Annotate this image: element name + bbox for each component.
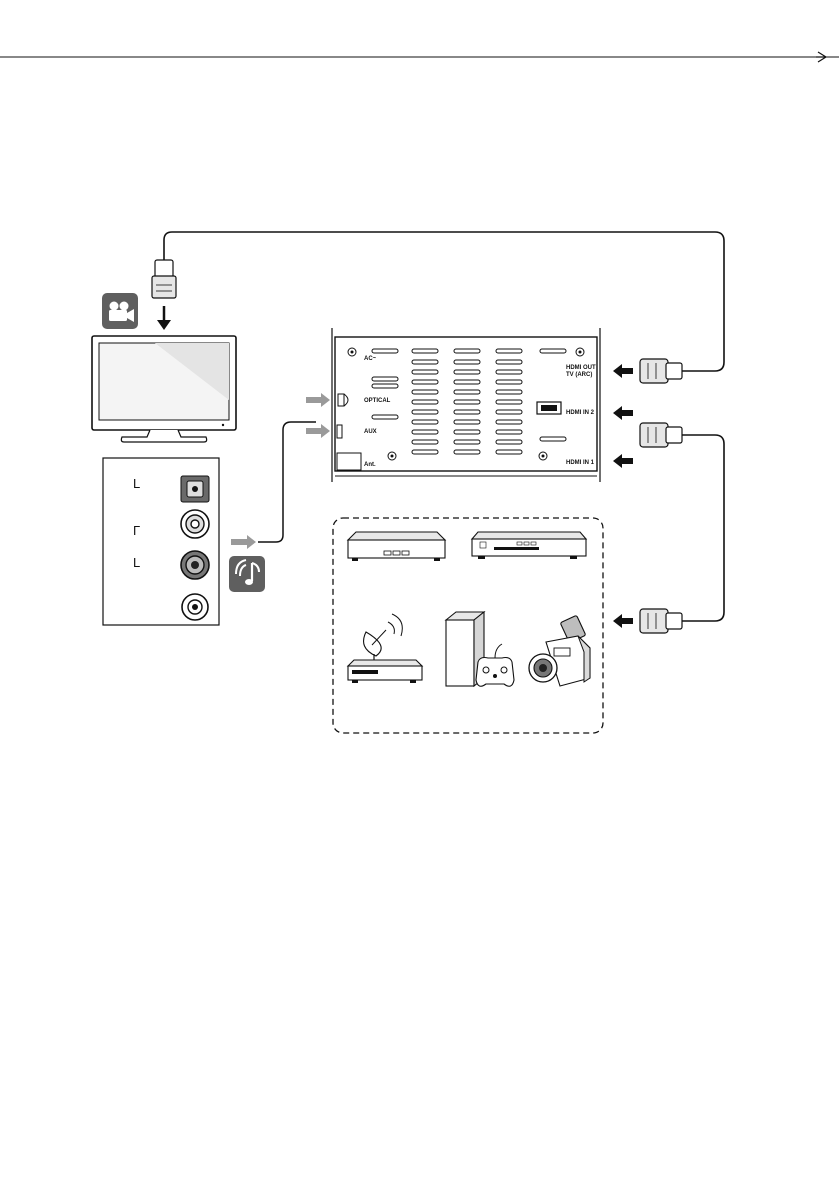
audio-cable-tv-to-aux bbox=[258, 422, 316, 542]
arrow-icon bbox=[613, 614, 633, 628]
arrow-icon bbox=[306, 393, 330, 407]
hdmi-cable-source-to-soundbar bbox=[682, 435, 724, 621]
rca-jack-icon bbox=[181, 510, 209, 538]
tv-panel-label-3: L bbox=[133, 555, 140, 570]
tv-panel-label-2: Γ bbox=[133, 523, 140, 538]
screw-icon bbox=[348, 348, 356, 356]
hdmi-plug-arc bbox=[640, 359, 682, 383]
music-note-icon bbox=[229, 556, 265, 592]
tv-illustration bbox=[92, 336, 236, 442]
screw-icon bbox=[388, 452, 396, 460]
tv-audio-panel: L Γ L bbox=[103, 458, 219, 625]
hdmi-in2-label: HDMI IN 2 bbox=[566, 410, 595, 416]
arrow-icon bbox=[157, 306, 171, 330]
hdmi-plug-in bbox=[640, 423, 682, 447]
ac-label: AC~ bbox=[364, 356, 377, 362]
arrow-icon bbox=[231, 535, 256, 549]
game-console-icon bbox=[446, 612, 514, 686]
satellite-receiver-icon bbox=[348, 614, 422, 683]
arrow-icon bbox=[306, 424, 330, 438]
hdmi-in2-port-icon bbox=[537, 402, 561, 414]
aux-port-icon bbox=[337, 425, 342, 438]
arrow-icon bbox=[613, 364, 633, 378]
optical-jack-icon bbox=[181, 476, 209, 502]
optical-label: OPTICAL bbox=[364, 398, 391, 404]
antenna-label: Ant. bbox=[364, 462, 376, 468]
rca-jack-icon bbox=[181, 551, 209, 579]
screw-icon bbox=[539, 452, 547, 460]
tv-panel-label-1: L bbox=[133, 476, 140, 491]
arrow-icon bbox=[613, 454, 633, 468]
hdmi-plug-source bbox=[640, 609, 682, 633]
disc-player-icon bbox=[472, 532, 586, 559]
antenna-port-icon bbox=[337, 453, 361, 470]
aux-label: AUX bbox=[364, 429, 377, 435]
arrow-icon bbox=[613, 406, 633, 420]
set-top-box-icon bbox=[348, 532, 445, 561]
hdmi-out-label: HDMI OUT bbox=[566, 365, 596, 371]
screw-icon bbox=[576, 348, 584, 356]
video-camera-icon bbox=[102, 293, 138, 329]
hdmi-plug-tv bbox=[152, 260, 176, 298]
soundbar-rear-panel: AC~ OPTICAL AUX Ant. HDMI OUT TV (ARC) H… bbox=[332, 328, 600, 482]
camcorder-icon bbox=[529, 615, 590, 686]
hdmi-in1-label: HDMI IN 1 bbox=[566, 460, 595, 466]
scissors-icon bbox=[816, 52, 826, 62]
hdmi-out-arc-label: TV (ARC) bbox=[566, 372, 592, 378]
audio-jack-icon bbox=[182, 594, 208, 620]
